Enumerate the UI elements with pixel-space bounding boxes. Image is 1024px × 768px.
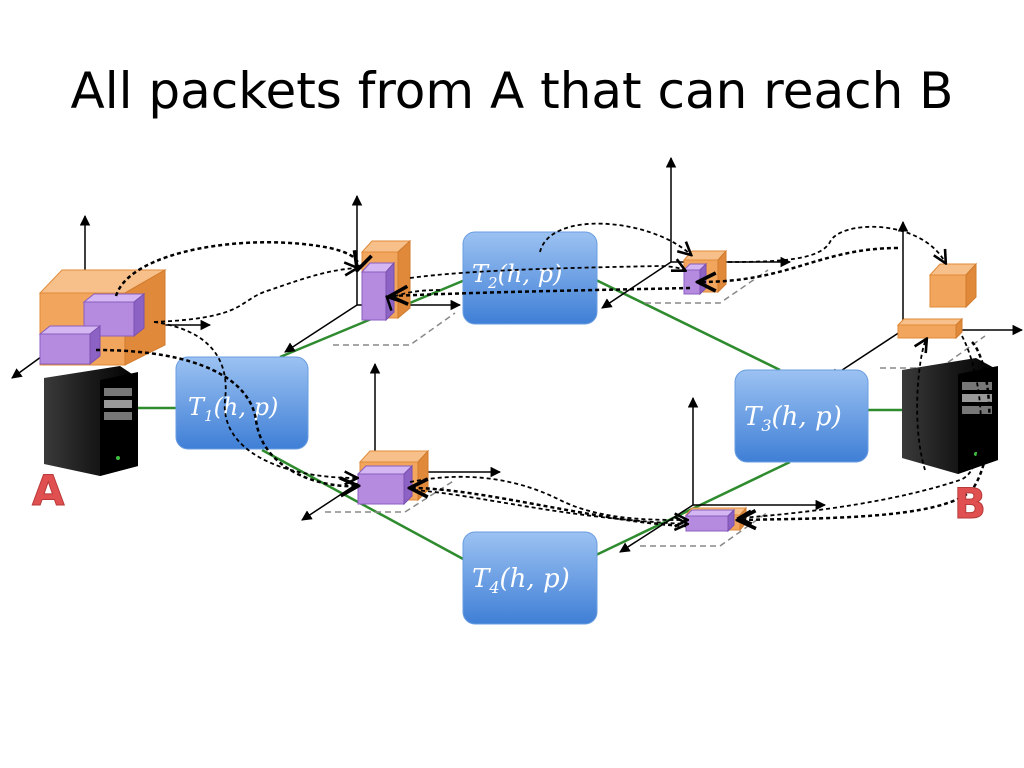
purple-box-t2-left bbox=[360, 261, 396, 322]
purple-slab-t4-right bbox=[684, 508, 736, 533]
flow-arrows bbox=[95, 222, 991, 526]
purple-box-t2-right bbox=[682, 262, 708, 296]
purple-box-t4-left bbox=[356, 464, 414, 506]
ground-planes bbox=[325, 269, 986, 547]
link-t1-t4 bbox=[261, 448, 466, 562]
slide-title: All packets from A that can reach B bbox=[70, 62, 954, 120]
tf-label-t3: T3(h, p) bbox=[744, 402, 842, 435]
host-label-b: B bbox=[954, 479, 986, 528]
purple-box-a-2 bbox=[38, 324, 102, 366]
server-a-icon bbox=[44, 366, 138, 476]
server-b-icon bbox=[902, 358, 998, 474]
tf-box-t1 bbox=[175, 356, 309, 450]
host-label-a: A bbox=[32, 466, 65, 515]
purple-box-a-1 bbox=[82, 292, 146, 338]
orange-slab-b bbox=[896, 317, 964, 340]
tf-label-t4: T4(h, p) bbox=[472, 564, 570, 597]
tf-label-t1: T1(h, p) bbox=[188, 393, 278, 425]
tf-box-t4 bbox=[462, 531, 598, 625]
axes bbox=[11, 156, 1024, 553]
tf-box-t2 bbox=[462, 231, 598, 325]
orange-box-b-top bbox=[928, 262, 978, 309]
tf-box-t3 bbox=[734, 369, 869, 463]
link-t2-t3 bbox=[595, 278, 781, 372]
tf-label-t2: T2(h, p) bbox=[472, 260, 562, 292]
